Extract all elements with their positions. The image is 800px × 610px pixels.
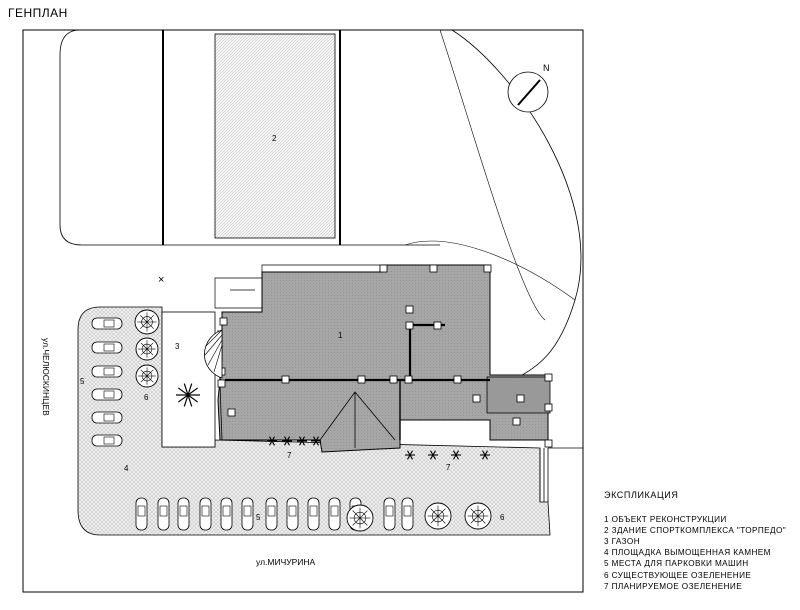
north-arrow-icon	[517, 79, 541, 106]
car-icon	[220, 497, 233, 531]
label-planned-left: 7	[287, 451, 292, 460]
planned-shrubs	[267, 436, 490, 460]
label-greenery-left: 6	[144, 393, 149, 402]
car-icon	[91, 317, 123, 330]
label-lawn: 3	[175, 342, 180, 351]
car-icon	[91, 411, 123, 424]
label-reconstruction: 1	[338, 331, 343, 340]
car-icon	[307, 497, 320, 531]
legend-item: 6 СУЩЕСТВУЮЩЕЕ ОЗЕЛЕНЕНИЕ	[604, 570, 752, 580]
car-icon	[135, 497, 148, 531]
legend-item: 2 ЗДАНИЕ СПОРТКОМПЛЕКСА "ТОРПЕДО"	[604, 526, 787, 536]
shrub-icon	[480, 450, 490, 460]
car-icon	[91, 434, 123, 447]
page-title: ГЕНПЛАН	[8, 6, 68, 20]
tree-icon	[135, 364, 159, 388]
legend-item: 1 ОБЪЕКТ РЕКОНСТРУКЦИИ	[604, 515, 727, 525]
label-greenery-bottom: 6	[500, 513, 505, 522]
car-icon	[199, 497, 212, 531]
shrub-icon	[282, 436, 292, 446]
bush-icon	[176, 383, 200, 407]
legend-item: 5 МЕСТА ДЛЯ ПАРКОВКИ МАШИН	[604, 559, 749, 569]
tree-icon	[346, 504, 374, 532]
car-icon	[401, 497, 414, 531]
legend-item: 7 ПЛАНИРУЕМОЕ ОЗЕЛЕНЕНИЕ	[604, 581, 743, 591]
car-icon	[91, 365, 123, 378]
upper-block	[59, 29, 163, 246]
shrub-icon	[428, 450, 438, 460]
sport-building	[214, 33, 336, 239]
label-parking-bottom: 5	[256, 513, 261, 522]
tree-icon	[134, 309, 160, 335]
shrub-icon	[297, 436, 307, 446]
label-planned-right: 7	[446, 463, 451, 472]
shrub-icon	[451, 450, 461, 460]
north-circle	[507, 71, 549, 113]
lawn	[161, 311, 216, 448]
shrub-icon	[267, 436, 277, 446]
trees	[134, 309, 492, 532]
car-icon	[91, 341, 123, 354]
legend-title: ЭКСПЛИКАЦИЯ	[604, 490, 679, 500]
car-icon	[157, 497, 170, 531]
north-label: N	[543, 63, 550, 73]
road-arc	[451, 29, 582, 386]
label-sport-building: 2	[272, 134, 277, 143]
car-icon	[286, 497, 299, 531]
tree-icon	[135, 337, 159, 361]
car-icon	[383, 497, 396, 531]
label-parking-left: 5	[80, 377, 85, 386]
legend-item: 4 ПЛОЩАДКА ВЫМОЩЕННАЯ КАМНЕМ	[604, 548, 771, 558]
legend-item: 3 ГАЗОН	[604, 537, 641, 547]
legend: ЭКСПЛИКАЦИЯ 1 ОБЪЕКТ РЕКОНСТРУКЦИИ 2 ЗДА…	[604, 490, 786, 592]
cross-marker: ×	[158, 274, 164, 286]
shrub-icon	[405, 450, 415, 460]
street-left: ул.ЧЕЛЮСКИНЦЕВ	[41, 338, 51, 416]
tree-icon	[424, 502, 452, 530]
car-icon	[328, 497, 341, 531]
shrub-icon	[311, 436, 321, 446]
car-icon	[265, 497, 278, 531]
spiral-staircase	[204, 329, 223, 379]
car-icon	[177, 497, 190, 531]
parking-left	[91, 317, 123, 447]
label-paved-area: 4	[124, 464, 129, 473]
tree-icon	[464, 502, 492, 530]
street-bottom: ул.МИЧУРИНА	[256, 557, 316, 567]
car-icon	[241, 497, 254, 531]
car-icon	[91, 388, 123, 401]
